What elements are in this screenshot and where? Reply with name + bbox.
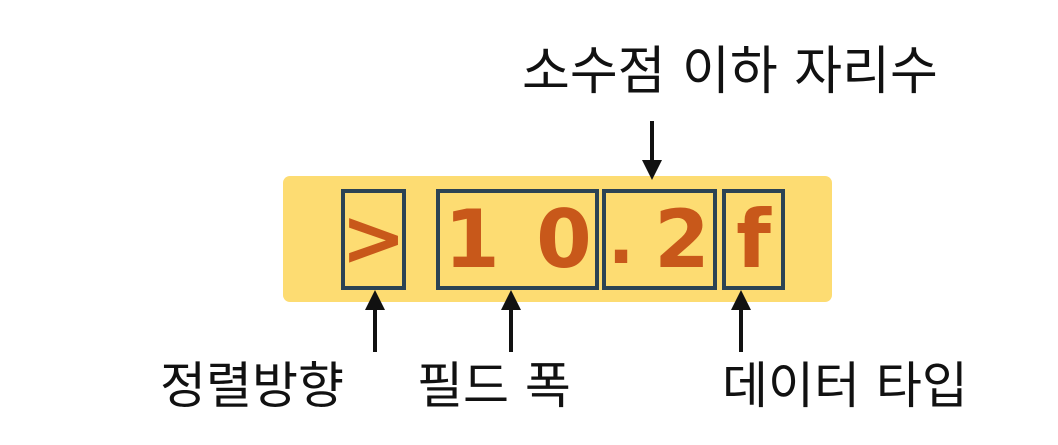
type-box (722, 189, 785, 290)
align-label: 정렬방향 (160, 357, 344, 415)
width-label: 필드 폭 (417, 357, 571, 415)
precision-box (602, 189, 717, 290)
format-spec-panel (283, 176, 832, 302)
width-digit-2: 0 (536, 193, 592, 286)
precision-label: 소수점 이하 자리수 (522, 42, 938, 102)
width-digit-1: 1 (444, 193, 500, 286)
type-label: 데이터 타입 (722, 357, 968, 415)
decimal-point-glyph: . (607, 198, 635, 280)
width-box (436, 189, 599, 290)
align-box (341, 189, 406, 290)
type-glyph: f (736, 193, 771, 286)
align-glyph: > (340, 194, 407, 284)
precision-glyph: 2 (654, 193, 710, 286)
